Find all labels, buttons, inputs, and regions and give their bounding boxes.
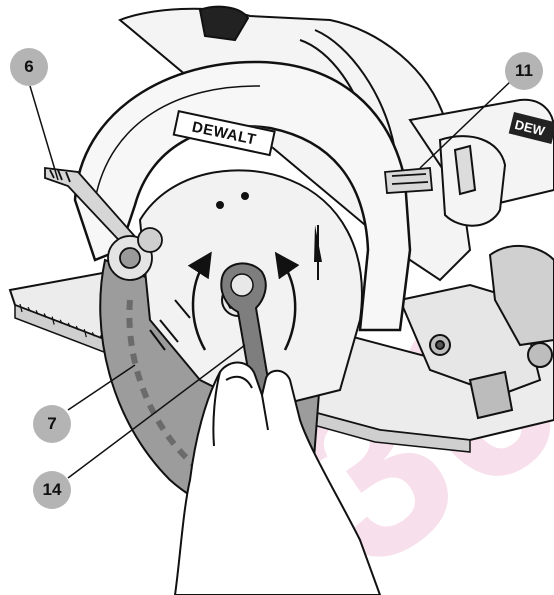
leader-11 bbox=[419, 79, 513, 169]
brand-logo: DEWALT bbox=[172, 110, 276, 157]
ruler-tick bbox=[91, 332, 95, 337]
ruler-tick bbox=[83, 328, 87, 338]
callout-leaders bbox=[29, 79, 513, 479]
leader-14 bbox=[67, 344, 246, 479]
saw-handle bbox=[438, 135, 507, 227]
ruler-tick bbox=[67, 322, 71, 328]
ruler-tick bbox=[59, 319, 63, 324]
callout-14: 14 bbox=[33, 471, 71, 509]
brand-logo-side: DEW bbox=[508, 112, 554, 144]
ruler-tick bbox=[35, 310, 39, 315]
hand bbox=[173, 361, 382, 595]
ruler-tick bbox=[19, 303, 23, 313]
lower-guard-lever bbox=[44, 166, 163, 281]
leader-6 bbox=[29, 85, 59, 181]
callout-6: 6 bbox=[10, 48, 48, 86]
leader-7 bbox=[67, 364, 136, 411]
rotation-arrows bbox=[187, 251, 300, 351]
ruler-tick bbox=[75, 325, 79, 331]
ruler-tick bbox=[51, 316, 55, 325]
spindle-lock-lever bbox=[384, 167, 433, 194]
ruler-tick bbox=[27, 306, 31, 312]
callout-11: 11 bbox=[505, 52, 543, 90]
bevel-adjustment bbox=[398, 244, 554, 420]
callout-7: 7 bbox=[33, 405, 71, 443]
ruler-tick bbox=[43, 313, 47, 318]
